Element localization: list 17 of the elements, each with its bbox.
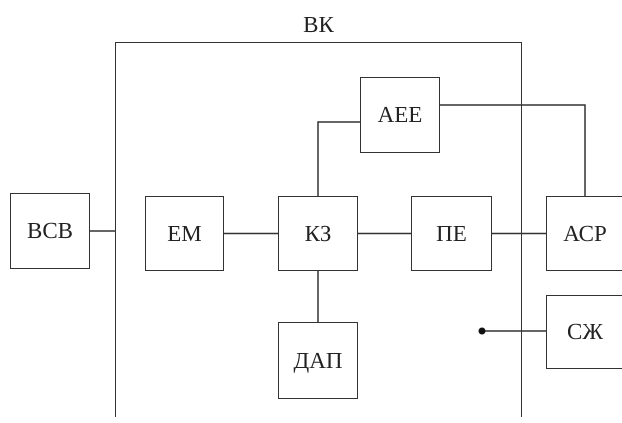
block-box: ЕМ	[145, 196, 224, 271]
block-box: СЖ	[546, 295, 622, 369]
connector-line	[492, 232, 546, 234]
block-box: ПЕ	[411, 196, 492, 271]
group-title: ВК	[303, 12, 334, 38]
connector-line	[317, 121, 360, 196]
block-box: ВСВ	[10, 193, 90, 269]
block-box: АЕЕ	[360, 77, 440, 153]
block-box: АСР	[546, 196, 622, 271]
block-box: КЗ	[278, 196, 358, 271]
connector-line	[317, 271, 319, 322]
connector-line	[440, 104, 586, 196]
connector-line	[478, 328, 546, 334]
connector-line	[90, 230, 115, 232]
connector-line	[224, 232, 278, 234]
connector-line	[358, 232, 411, 234]
block-box: ДАП	[278, 322, 358, 399]
